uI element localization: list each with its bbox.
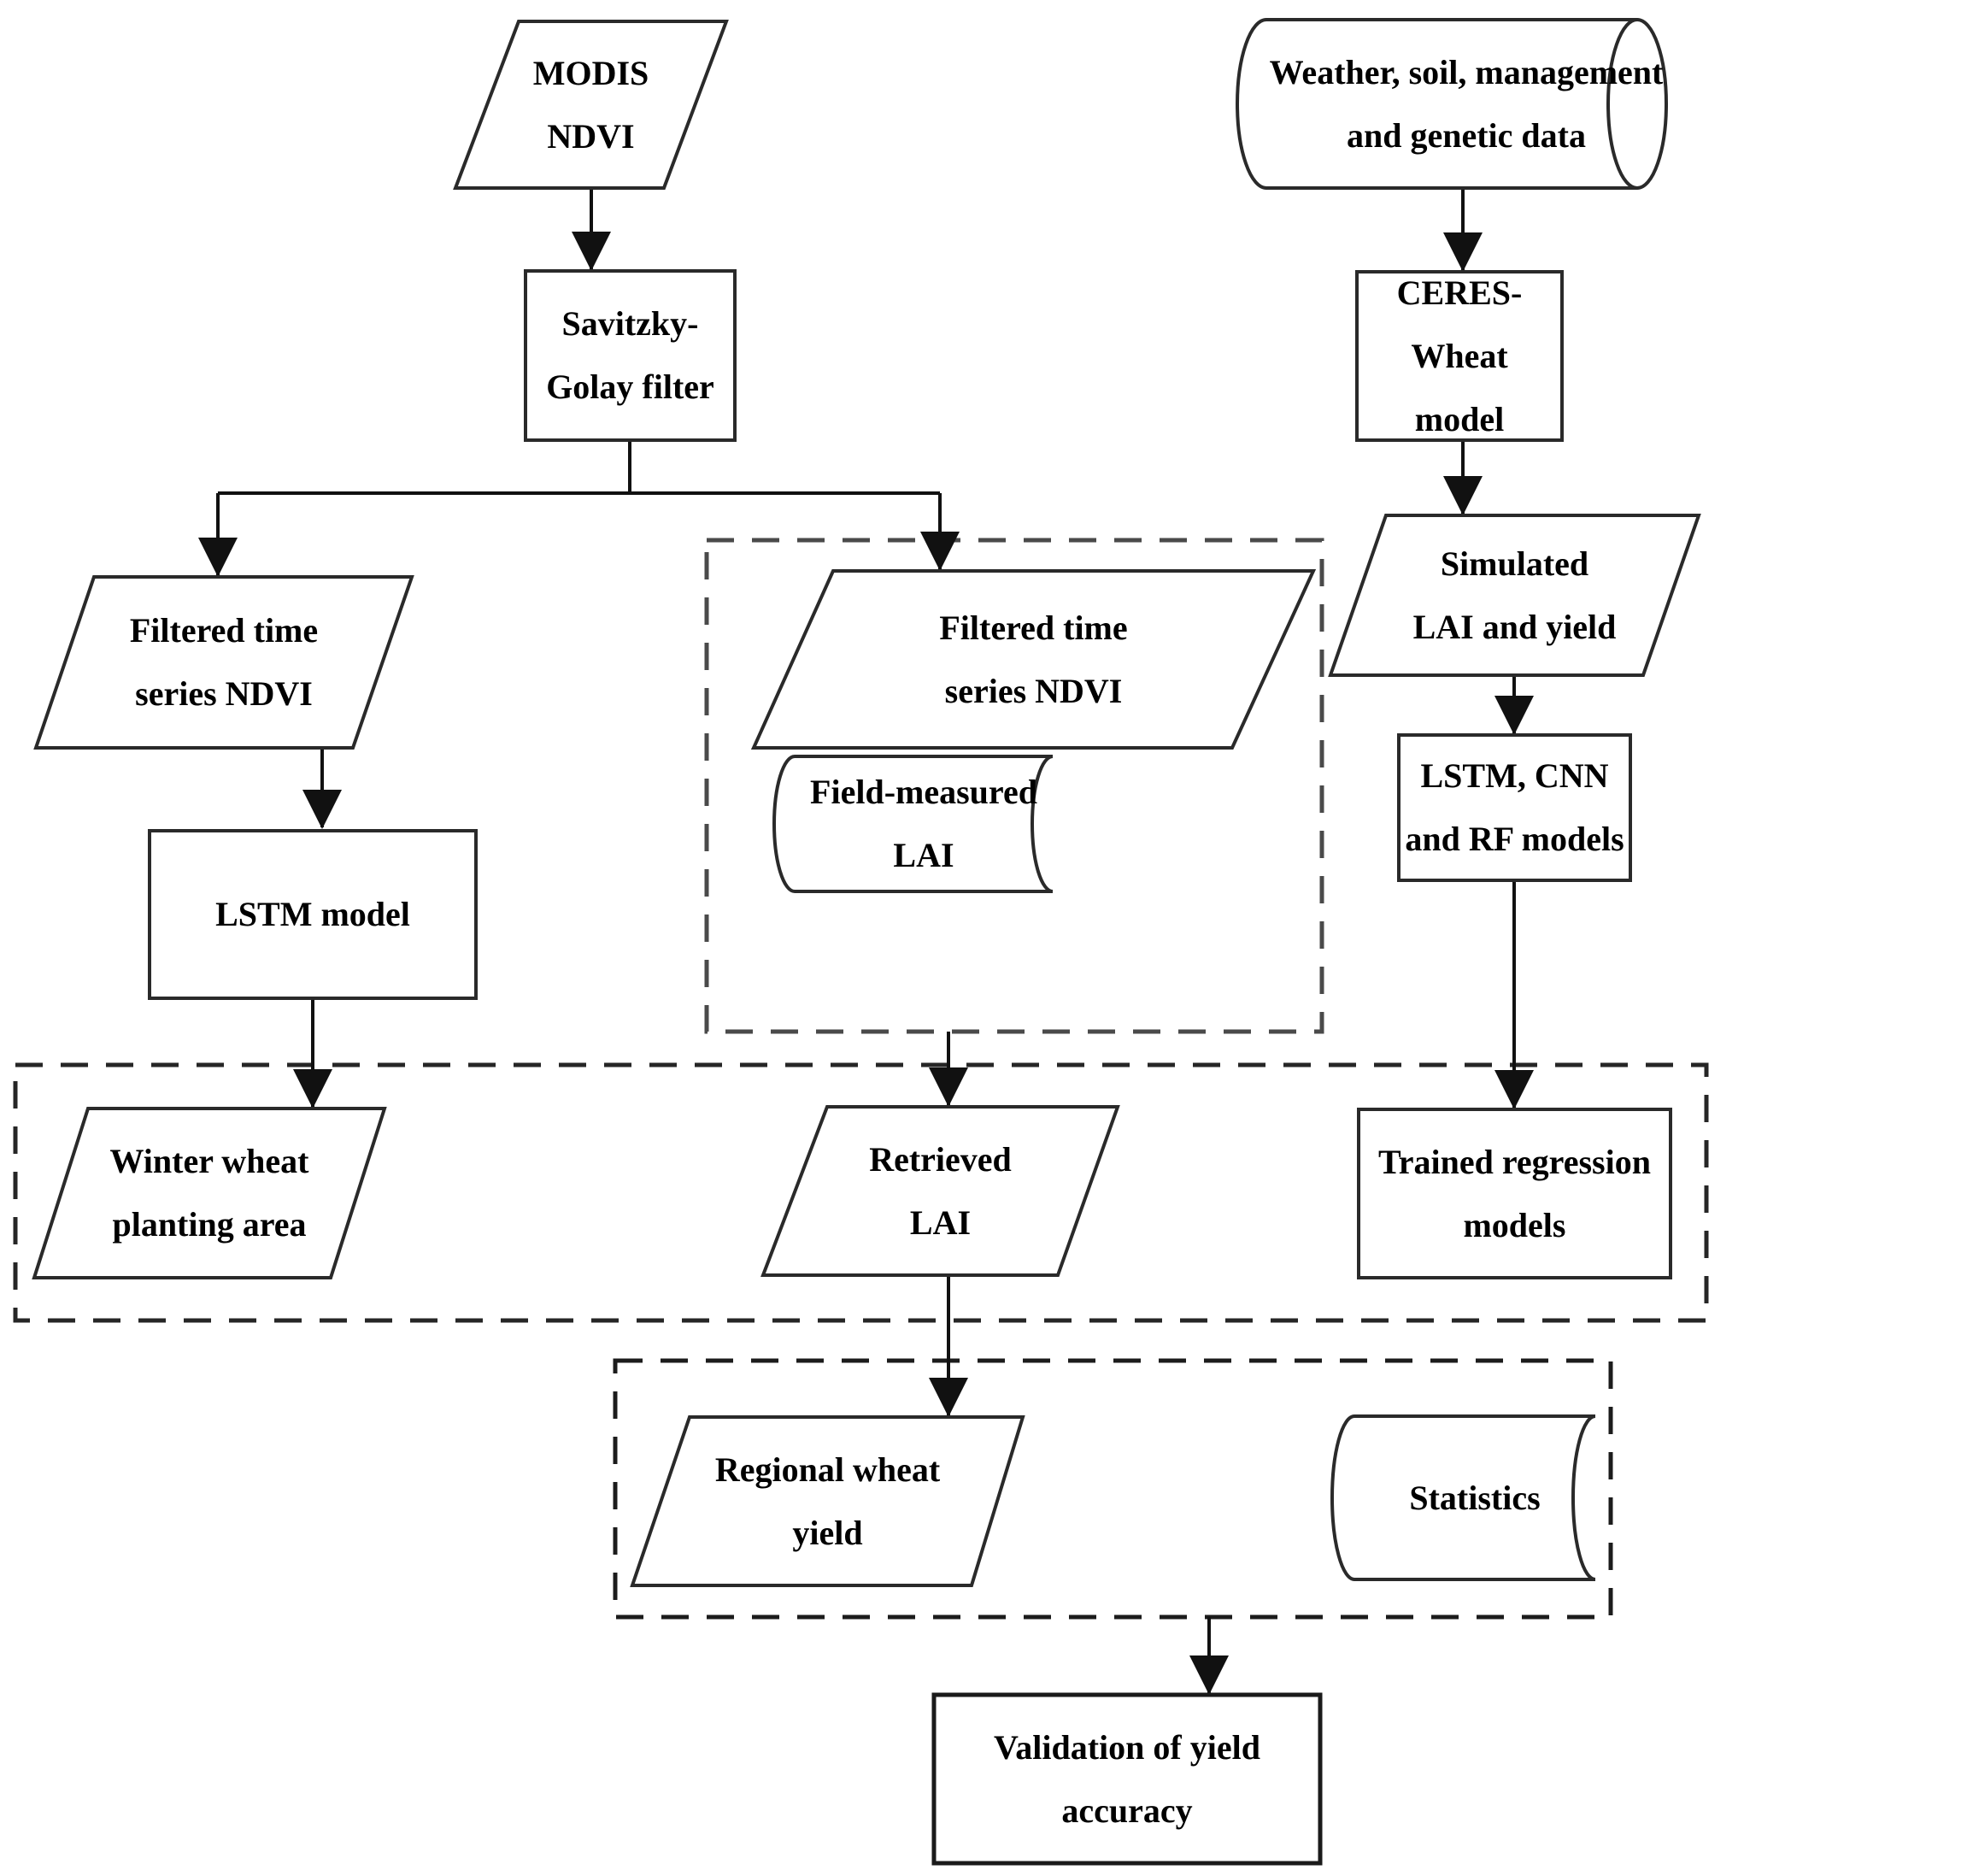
node-lstm-model-shape: [148, 829, 478, 1000]
node-filtered-ndvi-left-shape: [33, 575, 414, 750]
node-filtered-ndvi-center-shape: [750, 569, 1317, 750]
dashed-group-yield-comparison: [613, 1358, 1613, 1620]
node-retrieved-lai-shape: [760, 1105, 1120, 1277]
node-simulated-lai-yield-shape: [1328, 514, 1701, 677]
node-statistics-shape: [1330, 1414, 1596, 1581]
node-modis-ndvi-shape: [453, 20, 729, 190]
node-validation-shape: [931, 1692, 1323, 1866]
node-sg-filter-shape: [524, 269, 737, 442]
node-trained-models-shape: [1357, 1108, 1672, 1279]
node-ceres-wheat-shape: [1355, 270, 1564, 442]
node-weather-data-shape: [1236, 18, 1668, 190]
node-winter-wheat-area-shape: [32, 1107, 387, 1279]
dashed-group-intermediate-products: [13, 1062, 1709, 1323]
connectors: [198, 190, 1534, 1695]
dashed-group-lai-retrieval: [704, 538, 1324, 1034]
node-regional-yield-shape: [630, 1415, 1025, 1587]
node-lstm-cnn-rf-shape: [1397, 733, 1632, 882]
node-field-lai-shape: [772, 755, 1054, 893]
